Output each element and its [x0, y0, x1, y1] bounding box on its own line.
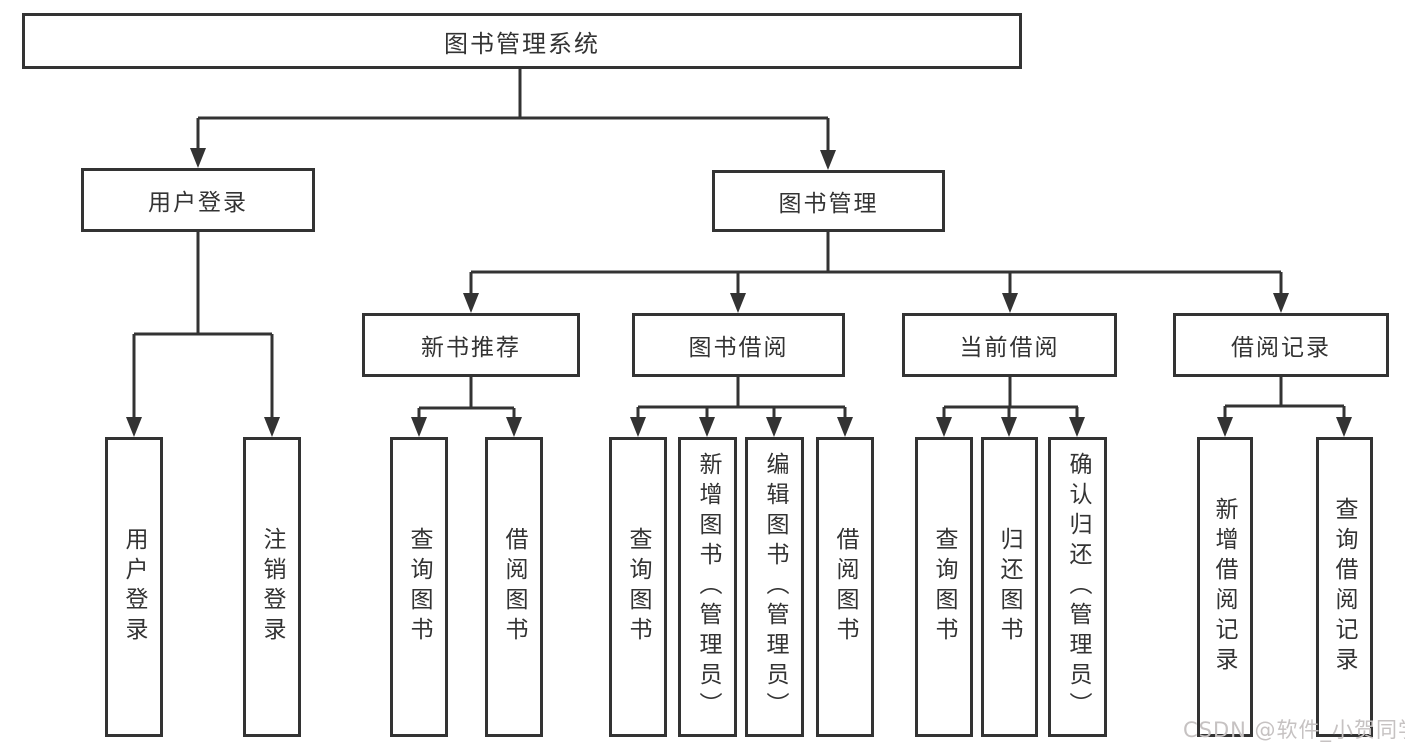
- arrow-down-icon: [936, 417, 952, 437]
- watermark: CSDN @软件_小贺同学: [1183, 718, 1405, 742]
- leaf-logout: 注销登录: [243, 437, 301, 737]
- leaf-user-login: 用户登录: [105, 437, 163, 737]
- leaf-nb-query-books: 查询图书: [390, 437, 448, 737]
- arrow-down-icon: [411, 417, 427, 437]
- node-new-book-recommend: 新书推荐: [362, 313, 580, 377]
- node-book-management: 图书管理: [712, 170, 945, 232]
- arrowheads: [126, 148, 1352, 437]
- leaf-nb-borrow-books: 借阅图书: [485, 437, 543, 737]
- node-user-login: 用户登录: [81, 168, 315, 232]
- arrow-down-icon: [730, 293, 746, 313]
- leaf-bb-borrow-books: 借阅图书: [816, 437, 874, 737]
- arrow-down-icon: [1336, 417, 1352, 437]
- arrow-down-icon: [1001, 417, 1017, 437]
- arrow-down-icon: [630, 417, 646, 437]
- arrow-down-icon: [699, 417, 715, 437]
- arrow-down-icon: [1002, 293, 1018, 313]
- node-borrowing-records: 借阅记录: [1173, 313, 1389, 377]
- arrow-down-icon: [766, 417, 782, 437]
- leaf-bb-add-books-admin: 新增图书（管理员）: [678, 437, 737, 737]
- arrow-down-icon: [463, 293, 479, 313]
- branch-lines: [132, 69, 1346, 425]
- arrow-down-icon: [264, 417, 280, 437]
- node-library-system: 图书管理系统: [22, 13, 1022, 69]
- leaf-cb-query-books: 查询图书: [915, 437, 973, 737]
- leaf-cb-confirm-return-admin: 确认归还（管理员）: [1048, 437, 1107, 737]
- leaf-bb-edit-books-admin: 编辑图书（管理员）: [745, 437, 804, 737]
- node-book-borrowing: 图书借阅: [632, 313, 845, 377]
- leaf-cb-return-books: 归还图书: [981, 437, 1038, 737]
- arrow-down-icon: [1069, 417, 1085, 437]
- leaf-br-query-record: 查询借阅记录: [1316, 437, 1373, 737]
- leaf-br-add-record: 新增借阅记录: [1197, 437, 1253, 737]
- leaf-bb-query-books: 查询图书: [609, 437, 667, 737]
- arrow-down-icon: [190, 148, 206, 168]
- arrow-down-icon: [506, 417, 522, 437]
- arrow-down-icon: [837, 417, 853, 437]
- arrow-down-icon: [126, 417, 142, 437]
- node-current-borrowing: 当前借阅: [902, 313, 1117, 377]
- arrow-down-icon: [1217, 417, 1233, 437]
- arrow-down-icon: [1273, 293, 1289, 313]
- arrow-down-icon: [820, 150, 836, 170]
